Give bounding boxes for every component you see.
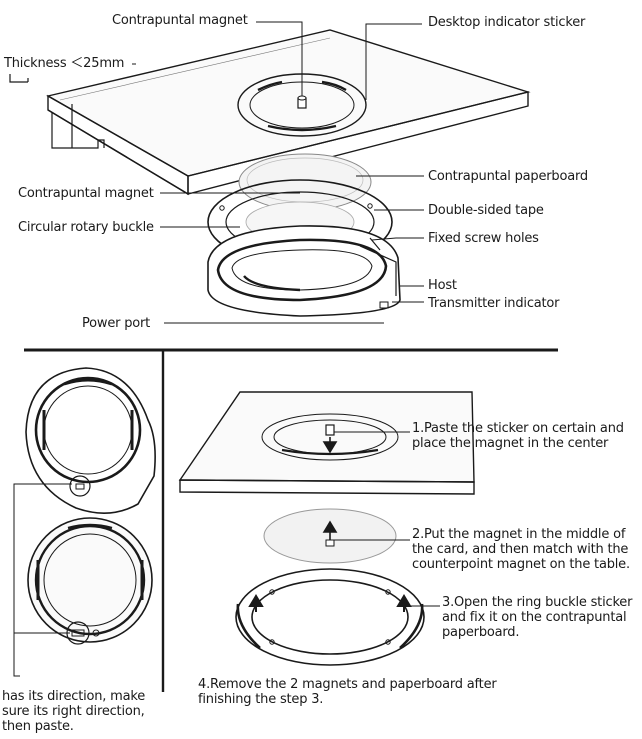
direction-leader-lines	[13, 483, 72, 677]
step-4-text: 4.Remove the 2 magnets and paperboard af…	[198, 677, 497, 707]
label-power-port: Power port	[82, 316, 151, 331]
desktop-indicator-sticker-graphic	[237, 73, 367, 137]
step1-magnet-arrow-icon	[322, 424, 338, 454]
step3-arrow-right-icon	[396, 594, 412, 612]
host-graphic	[207, 225, 401, 317]
label-fixed-screw-holes: Fixed screw holes	[428, 231, 539, 246]
step3-ring-graphic	[235, 568, 425, 666]
step2-paperboard-graphic	[263, 508, 397, 564]
host-bottom-view-graphic	[27, 517, 153, 645]
thickness-bracket	[9, 74, 105, 149]
top-leader-lines	[132, 21, 424, 324]
step-2-text: 2.Put the magnet in the middle of the ca…	[412, 527, 630, 572]
label-transmitter-indicator: Transmitter indicator	[428, 296, 560, 311]
magnet-top-graphic	[297, 95, 307, 109]
paperboard-graphic	[238, 153, 372, 211]
label-thickness: Thickness ＜25mm	[4, 56, 125, 71]
direction-note-text: has its direction, make sure its right d…	[2, 689, 146, 734]
label-contrapuntal-paperboard: Contrapuntal paperboard	[428, 169, 588, 184]
label-host: Host	[428, 278, 457, 293]
label-contrapuntal-magnet-mid: Contrapuntal magnet	[18, 186, 154, 201]
label-double-sided-tape: Double-sided tape	[428, 203, 544, 218]
step-1-text: 1.Paste the sticker on certain and place…	[412, 421, 624, 451]
label-circular-rotary-buckle: Circular rotary buckle	[18, 220, 154, 235]
desktop-plate	[46, 29, 531, 196]
host-top-view-graphic	[25, 367, 156, 514]
step-leader-lines	[334, 431, 440, 607]
label-desktop-indicator-sticker: Desktop indicator sticker	[428, 15, 586, 30]
step-3-text: 3.Open the ring buckle sticker and fix i…	[442, 595, 633, 640]
label-contrapuntal-magnet-top: Contrapuntal magnet	[112, 13, 248, 28]
section-dividers	[24, 348, 558, 692]
step1-plate-graphic	[178, 391, 475, 495]
step3-arrow-left-icon	[248, 594, 264, 612]
